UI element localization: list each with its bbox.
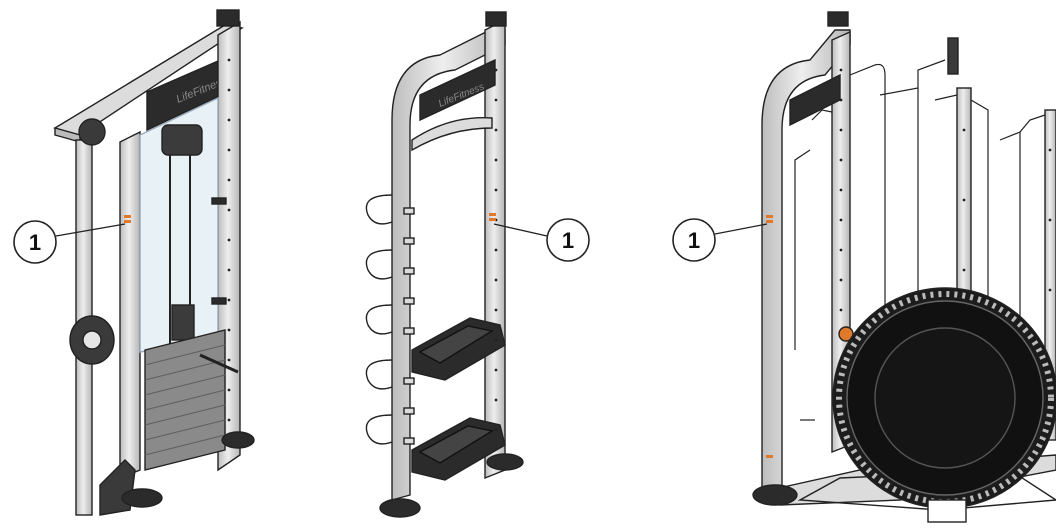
callout-label: 1 [562,228,574,253]
callout-trampoline-station: 1 [672,218,768,262]
callout-cable-tower: 1 [13,220,126,264]
step-rack-drawing: LifeFitness [365,11,524,518]
callout-step-rack: 1 [493,218,590,262]
trampoline-station-drawing [752,11,1056,523]
callout-label: 1 [29,230,41,255]
callout-label: 1 [688,228,700,253]
cable-tower-drawing: LifeFitness [53,9,255,516]
